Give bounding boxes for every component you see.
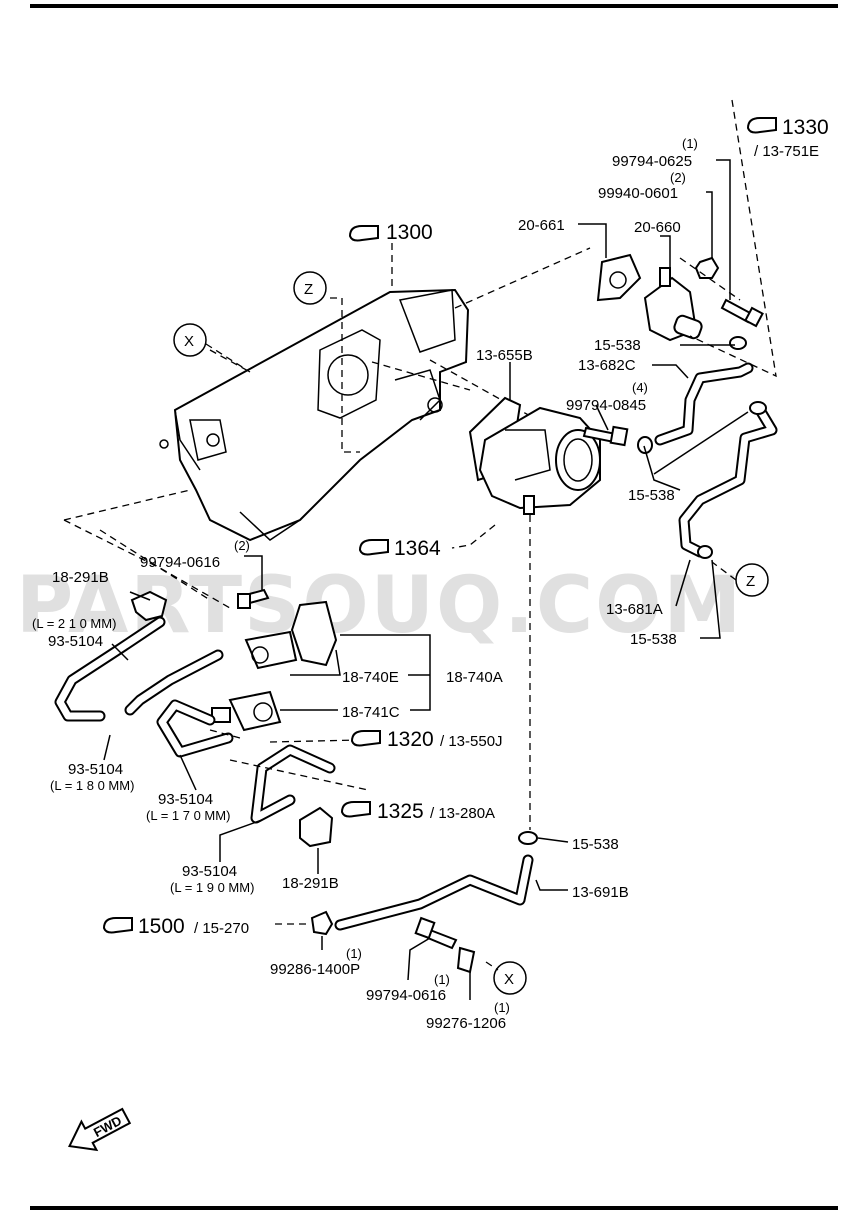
- ref-1300: 1300: [386, 221, 433, 244]
- clamp-15-538-group: [518, 336, 767, 845]
- label-93-5104-d: 93-5104: [182, 863, 237, 880]
- ref-1330: 1330: [782, 116, 829, 139]
- ref-1300-icon: [348, 225, 379, 242]
- label-18-740A: 18-740A: [446, 669, 503, 686]
- ref-1320: 1320: [387, 728, 434, 751]
- fwd-arrow-icon: FWD: [68, 1107, 132, 1152]
- label-20-660: 20-660: [634, 219, 681, 236]
- label-15-538-a: 15-538: [594, 337, 641, 354]
- bracket-18-291B-bottom: [299, 806, 334, 848]
- label-18-291B-a: 18-291B: [52, 569, 109, 586]
- ref-1500-sub: / 15-270: [194, 920, 249, 937]
- label-15-538-c: 15-538: [630, 631, 677, 648]
- label-99794-0845: 99794-0845: [566, 397, 646, 414]
- label-93-5104-b: 93-5104: [68, 761, 123, 778]
- gasket-20-661: [596, 253, 642, 302]
- label-99794-0616-b: 99794-0616: [366, 987, 446, 1004]
- callout-z-right: Z: [746, 573, 755, 590]
- ref-1325: 1325: [377, 800, 424, 823]
- ref-1364-icon: [358, 539, 389, 556]
- callout-x-top: X: [184, 333, 194, 350]
- label-99794-0616-qty: (2): [234, 538, 250, 553]
- label-13-682C: 13-682C: [578, 357, 636, 374]
- label-99940-0601-qty: (2): [670, 170, 686, 185]
- label-99286-1400P: 99286-1400P: [270, 961, 360, 978]
- leader-lines: [103, 159, 749, 1000]
- ref-1500: 1500: [138, 915, 185, 938]
- label-13-681A: 13-681A: [606, 601, 663, 618]
- callout-x-bottom: X: [504, 971, 514, 988]
- label-18-291B-b: 18-291B: [282, 875, 339, 892]
- ref-1500-icon: [102, 917, 133, 934]
- label-len-190: (L = 1 9 0 MM): [170, 880, 254, 895]
- callout-z-top: Z: [304, 281, 313, 298]
- ref-1320-sub: / 13-550J: [440, 733, 503, 750]
- label-99794-0625: 99794-0625: [612, 153, 692, 170]
- bracket-18-291B-top: [130, 590, 168, 622]
- ref-1325-icon: [340, 801, 371, 818]
- label-99286-1400P-qty: (1): [346, 946, 362, 961]
- label-13-655B: 13-655B: [476, 347, 533, 364]
- label-13-691B: 13-691B: [572, 884, 629, 901]
- label-99276-1206: 99276-1206: [426, 1015, 506, 1032]
- label-len-170: (L = 1 7 0 MM): [146, 808, 230, 823]
- label-18-740E: 18-740E: [342, 669, 399, 686]
- ref-1330-sub: / 13-751E: [754, 143, 819, 160]
- intake-manifold: [159, 288, 470, 542]
- label-99794-0616: 99794-0616: [140, 554, 220, 571]
- label-len-180: (L = 1 8 0 MM): [50, 778, 134, 793]
- ref-1320-icon: [350, 730, 381, 747]
- clip-99276-1206: [456, 946, 476, 974]
- clamp-99286-1400P: [310, 910, 334, 936]
- label-20-661: 20-661: [518, 217, 565, 234]
- label-99940-0601: 99940-0601: [598, 185, 678, 202]
- ref-1330-icon: [746, 117, 777, 134]
- label-93-5104-a: 93-5104: [48, 633, 103, 650]
- solenoid-valves: [211, 600, 338, 732]
- label-99794-0845-qty: (4): [632, 380, 648, 395]
- part-labels: (1) 99794-0625 (2) 99940-0601 20-661 20-…: [32, 136, 698, 1032]
- ref-1325-sub: / 13-280A: [430, 805, 495, 822]
- throttle-body: [468, 396, 601, 515]
- label-93-5104-c: 93-5104: [158, 791, 213, 808]
- label-99276-1206-qty: (1): [494, 1000, 510, 1015]
- label-99794-0616-b-qty: (1): [434, 972, 450, 987]
- ref-1364: 1364: [394, 537, 441, 560]
- label-len-210: (L = 2 1 0 MM): [32, 616, 116, 631]
- bolt-99794-0616-bottom: [426, 928, 458, 950]
- label-18-741C: 18-741C: [342, 704, 400, 721]
- nut-99940-0601: [694, 256, 720, 279]
- label-15-538-b: 15-538: [628, 487, 675, 504]
- label-15-538-d: 15-538: [572, 836, 619, 853]
- label-99794-0625-qty: (1): [682, 136, 698, 151]
- valve-20-660: [643, 267, 703, 342]
